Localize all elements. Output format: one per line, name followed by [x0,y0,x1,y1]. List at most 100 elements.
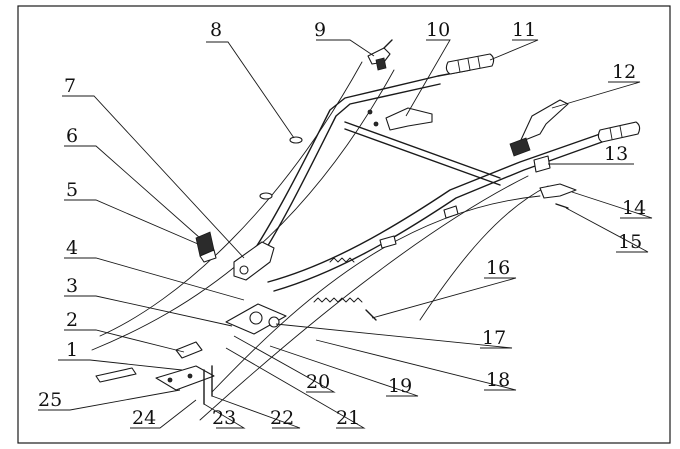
callout-7: 7 [64,75,76,97]
callout-3: 3 [66,275,78,297]
bracket-body [385,107,433,131]
plate-25 [155,365,215,391]
cable-middle [91,69,395,351]
leader-15 [565,207,649,253]
tension-spring [313,297,363,303]
grip-top [445,53,495,75]
brake-lever-block [509,137,531,157]
leader-7 [62,95,245,259]
callout-19: 19 [388,375,412,397]
part-7-mount [233,241,275,281]
frame-border [17,5,671,444]
callout-21: 21 [336,407,360,429]
knob-cap [199,249,217,263]
leader-20 [233,335,336,393]
callout-10: 10 [426,19,450,41]
leader-10 [405,39,451,117]
grip-rib [467,58,471,71]
leader-24 [130,399,197,429]
callout-25: 25 [38,389,62,411]
leader-12 [551,81,641,109]
callout-5: 5 [66,179,78,201]
screw-15 [555,203,569,209]
cable-right [211,195,541,393]
cable-spring [329,257,355,263]
clamp-13 [533,155,551,173]
spring-hook [365,309,377,321]
leader-3 [64,295,233,327]
callout-9: 9 [314,19,326,41]
brake-lever-arm [519,99,569,143]
pivot-boss [249,311,263,325]
leader-17 [275,323,513,349]
grip-rib [619,125,623,138]
callout-22: 22 [270,407,294,429]
cable-left [99,61,363,337]
plate-2 [175,341,203,359]
handle-frame [243,69,603,292]
callout-12: 12 [612,61,636,83]
leader-22 [211,395,301,429]
grip-rib [457,60,461,73]
part-8-cable-clip [259,136,303,200]
clip [289,136,303,144]
callout-20: 20 [306,371,330,393]
cross-bar-inner [344,128,501,186]
lever-tip [383,39,393,49]
lever-base [375,57,387,71]
clip [259,192,273,200]
leader-16 [371,277,517,319]
callout-15: 15 [618,231,642,253]
callout-11: 11 [512,19,536,41]
callout-24: 24 [132,407,156,429]
mount-body [233,241,275,281]
leader-23 [203,403,246,429]
part-11-grip [445,53,495,75]
leader-9 [316,39,375,57]
leader-4 [64,257,245,301]
grip-rib [477,56,481,69]
callout-23: 23 [212,407,236,429]
bolt [187,373,193,379]
right-handle-tube [267,133,601,283]
bracket-bolt [373,121,379,127]
part-9-lever [367,39,393,71]
leader-18 [315,339,517,391]
leader-5 [64,199,199,245]
parts-13-15-clamp [533,155,577,209]
callout-13: 13 [604,143,628,165]
leader-lines [38,39,653,429]
callout-8: 8 [210,19,222,41]
lower-linkage [95,303,287,405]
bolt [167,377,173,383]
callout-2: 2 [66,309,78,331]
callout-18: 18 [486,369,510,391]
cable-throttle [419,185,549,321]
leader-25 [38,389,181,411]
leader-1 [58,359,183,371]
cable-lower [199,175,529,421]
pivot-washer [268,316,280,328]
callout-17: 17 [482,327,506,349]
part-6-knob [195,231,217,263]
right-grip [597,121,641,143]
bracket-bolt [367,109,373,115]
part-10-bracket [367,107,433,131]
leader-6 [64,145,201,239]
part-16-spring [313,205,459,321]
leader-8 [206,41,295,139]
callout-4: 4 [66,237,78,259]
leader-14 [571,191,653,219]
clamp-14 [539,183,577,199]
leader-2 [64,329,185,353]
leader-11 [489,39,539,61]
cable-sleeve [379,235,397,249]
callout-labels: 8 9 10 11 12 13 14 15 16 17 18 19 20 21 … [38,19,646,429]
leader-19 [269,345,419,397]
callout-14: 14 [622,197,646,219]
cross-bar [344,121,501,179]
rod-1 [95,367,137,383]
grip-rib [609,127,613,140]
